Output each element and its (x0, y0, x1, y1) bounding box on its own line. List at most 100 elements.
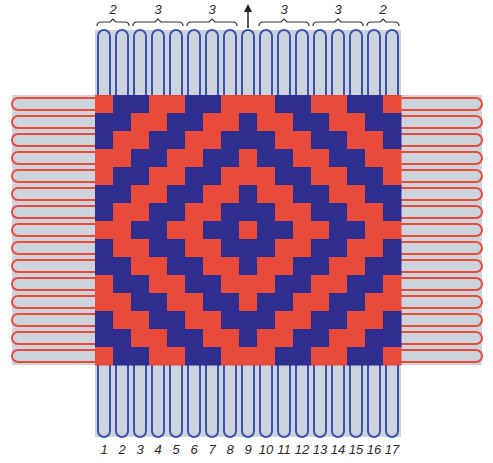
pattern-cell (311, 95, 330, 114)
warp-thread (134, 30, 146, 95)
pattern-cell (221, 239, 240, 258)
thread-number: 13 (313, 443, 327, 456)
warp-thread (224, 365, 236, 437)
weft-thread (12, 152, 95, 164)
pattern-cell (203, 131, 222, 150)
warp-thread (332, 365, 344, 437)
pattern-cell (347, 95, 366, 114)
pattern-cell (95, 275, 114, 294)
pattern-cell (149, 113, 168, 132)
pattern-cell (95, 329, 114, 348)
pattern-cell (113, 257, 132, 276)
weft-thread (12, 278, 95, 290)
pattern-cell (293, 329, 312, 348)
pattern-cell (347, 329, 366, 348)
thread-number: 17 (385, 443, 399, 456)
pattern-cell (293, 257, 312, 276)
pattern-cell (257, 149, 276, 168)
pattern-cell (113, 131, 132, 150)
pattern-cell (383, 95, 402, 114)
pattern-cell (221, 221, 240, 240)
weft-ground (12, 95, 95, 365)
pattern-cell (167, 131, 186, 150)
pattern-cell (347, 239, 366, 258)
pattern-cell (329, 131, 348, 150)
pattern-cell (293, 185, 312, 204)
pattern-cell (149, 131, 168, 150)
pattern-cell (149, 149, 168, 168)
warp-thread (332, 30, 344, 95)
warp-thread (314, 365, 326, 437)
pattern-cell (221, 203, 240, 222)
group-brace (97, 19, 129, 26)
pattern-cell (167, 113, 186, 132)
pattern-cell (185, 185, 204, 204)
pattern-cell (347, 113, 366, 132)
pattern-cell (221, 113, 240, 132)
pattern-cell (203, 275, 222, 294)
pattern-cell (167, 221, 186, 240)
pattern-cell (383, 257, 402, 276)
group-brace (367, 19, 399, 26)
pattern-cell (275, 131, 294, 150)
pattern-cell (203, 185, 222, 204)
warp-thread (206, 30, 218, 95)
warp-thread (296, 30, 308, 95)
thread-number: 5 (172, 443, 179, 456)
pattern-cell (95, 203, 114, 222)
pattern-cell (167, 239, 186, 258)
pattern-cell (149, 203, 168, 222)
pattern-cell (221, 95, 240, 114)
pattern-cell (329, 311, 348, 330)
weft-thread (401, 350, 482, 362)
pattern-cell (329, 239, 348, 258)
pattern-cell (365, 149, 384, 168)
pattern-cell (329, 149, 348, 168)
pattern-cell (221, 257, 240, 276)
pattern-cell (383, 149, 402, 168)
pattern-cell (221, 167, 240, 186)
pattern-cell (275, 95, 294, 114)
pattern-cell (365, 275, 384, 294)
pattern-cell (347, 149, 366, 168)
pattern-cell (383, 311, 402, 330)
pattern-cell (275, 347, 294, 366)
pattern-cell (293, 149, 312, 168)
pattern-cell (311, 203, 330, 222)
warp-thread (368, 365, 380, 437)
thread-number: 11 (277, 443, 291, 456)
pattern-cell (383, 347, 402, 366)
weft-thread (12, 260, 95, 272)
weft-thread (12, 134, 95, 146)
pattern-cell (329, 257, 348, 276)
weft-thread (12, 242, 95, 254)
group-count: 2 (109, 3, 116, 16)
thread-number: 1 (100, 443, 107, 456)
pattern-cell (95, 95, 114, 114)
pattern-cell (275, 221, 294, 240)
group-count: 3 (334, 3, 341, 16)
pattern-cell (131, 203, 150, 222)
pattern-cell (365, 113, 384, 132)
pattern-cell (203, 149, 222, 168)
pattern-cell (149, 311, 168, 330)
pattern-cell (95, 131, 114, 150)
warp-thread (188, 365, 200, 437)
group-count: 2 (379, 3, 386, 16)
pattern-cell (149, 293, 168, 312)
pattern-cell (131, 311, 150, 330)
pattern-cell (293, 311, 312, 330)
pattern-cell (149, 347, 168, 366)
pattern-cell (257, 203, 276, 222)
warp-thread (116, 365, 128, 437)
pattern-cell (311, 347, 330, 366)
pattern-cell (257, 257, 276, 276)
pattern-cell (95, 311, 114, 330)
pattern-cell (113, 167, 132, 186)
pattern-cell (149, 257, 168, 276)
pattern-cell (185, 149, 204, 168)
pattern-cell (167, 203, 186, 222)
thread-number: 2 (118, 443, 125, 456)
pattern-cell (185, 239, 204, 258)
